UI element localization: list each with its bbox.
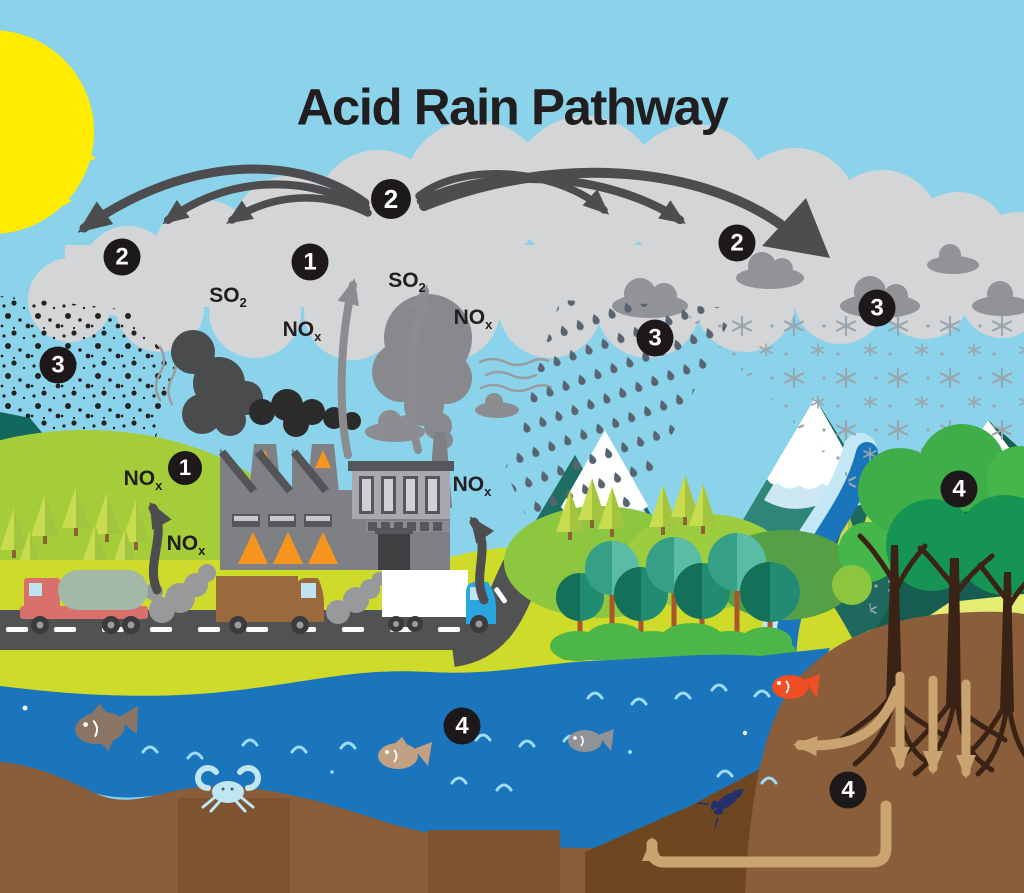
fish-icon-orange — [772, 674, 820, 699]
tanker-truck-icon — [20, 570, 148, 634]
step-badge-emission: 1 — [291, 243, 329, 281]
step-badge-transport: 2 — [371, 179, 411, 219]
step-badge-deposition: 3 — [39, 346, 77, 384]
nox-label: NOx — [166, 531, 206, 559]
water-details — [22, 683, 778, 792]
step-badge-deposition: 3 — [858, 289, 896, 327]
so2-label: SO2 — [209, 283, 247, 311]
crab-icon — [195, 765, 261, 813]
factory-door — [378, 530, 410, 570]
annex-windows — [359, 476, 440, 514]
box-truck-icon — [216, 576, 324, 634]
rain-field — [505, 300, 736, 558]
step-badge-emission: 1 — [168, 451, 202, 485]
smoke-plume-dark — [171, 330, 361, 437]
diagram-title: Acid Rain Pathway — [296, 78, 729, 136]
groundwater-arrow — [642, 800, 892, 868]
nox-arrows — [148, 501, 495, 605]
factory-icon — [218, 432, 454, 570]
nox-label: NOx — [452, 472, 492, 500]
tree-canopies-right — [832, 424, 1024, 605]
nox-label: NOx — [282, 317, 322, 345]
fish-icon-brown — [75, 703, 138, 752]
nox-label: NOx — [123, 466, 163, 494]
step-badge-effects: 4 — [940, 470, 978, 508]
fish-icon-gray — [568, 729, 614, 752]
emission-rise-arrows — [337, 278, 430, 459]
factory-windows — [232, 514, 332, 527]
deciduous-tree-grove — [550, 533, 800, 661]
crayfish-icon — [697, 788, 745, 828]
step-badge-effects: 4 — [829, 771, 867, 809]
factory-hazard-triangles — [238, 532, 338, 564]
sun-icon — [0, 30, 96, 234]
dry-deposition-dots — [0, 296, 175, 472]
bushes — [550, 623, 796, 661]
fish-icon-tan — [378, 737, 432, 769]
step-badge-effects: 4 — [443, 707, 481, 745]
truck-wheel — [31, 616, 140, 634]
step-badge-deposition: 3 — [636, 319, 674, 357]
streamside-trees — [832, 424, 1024, 777]
transport-arrows — [77, 164, 830, 258]
step-badge-transport: 2 — [103, 238, 141, 276]
tree-roots-icon — [832, 533, 1024, 777]
so2-label: SO2 — [388, 268, 426, 296]
snow-field — [688, 304, 1024, 656]
runoff-arrow — [793, 685, 902, 756]
nox-label: NOx — [453, 305, 493, 333]
tree-canopies — [556, 533, 800, 622]
truck-exhaust — [145, 564, 386, 624]
soil-leach-arrows — [642, 671, 976, 868]
step-badge-transport: 2 — [718, 224, 756, 262]
